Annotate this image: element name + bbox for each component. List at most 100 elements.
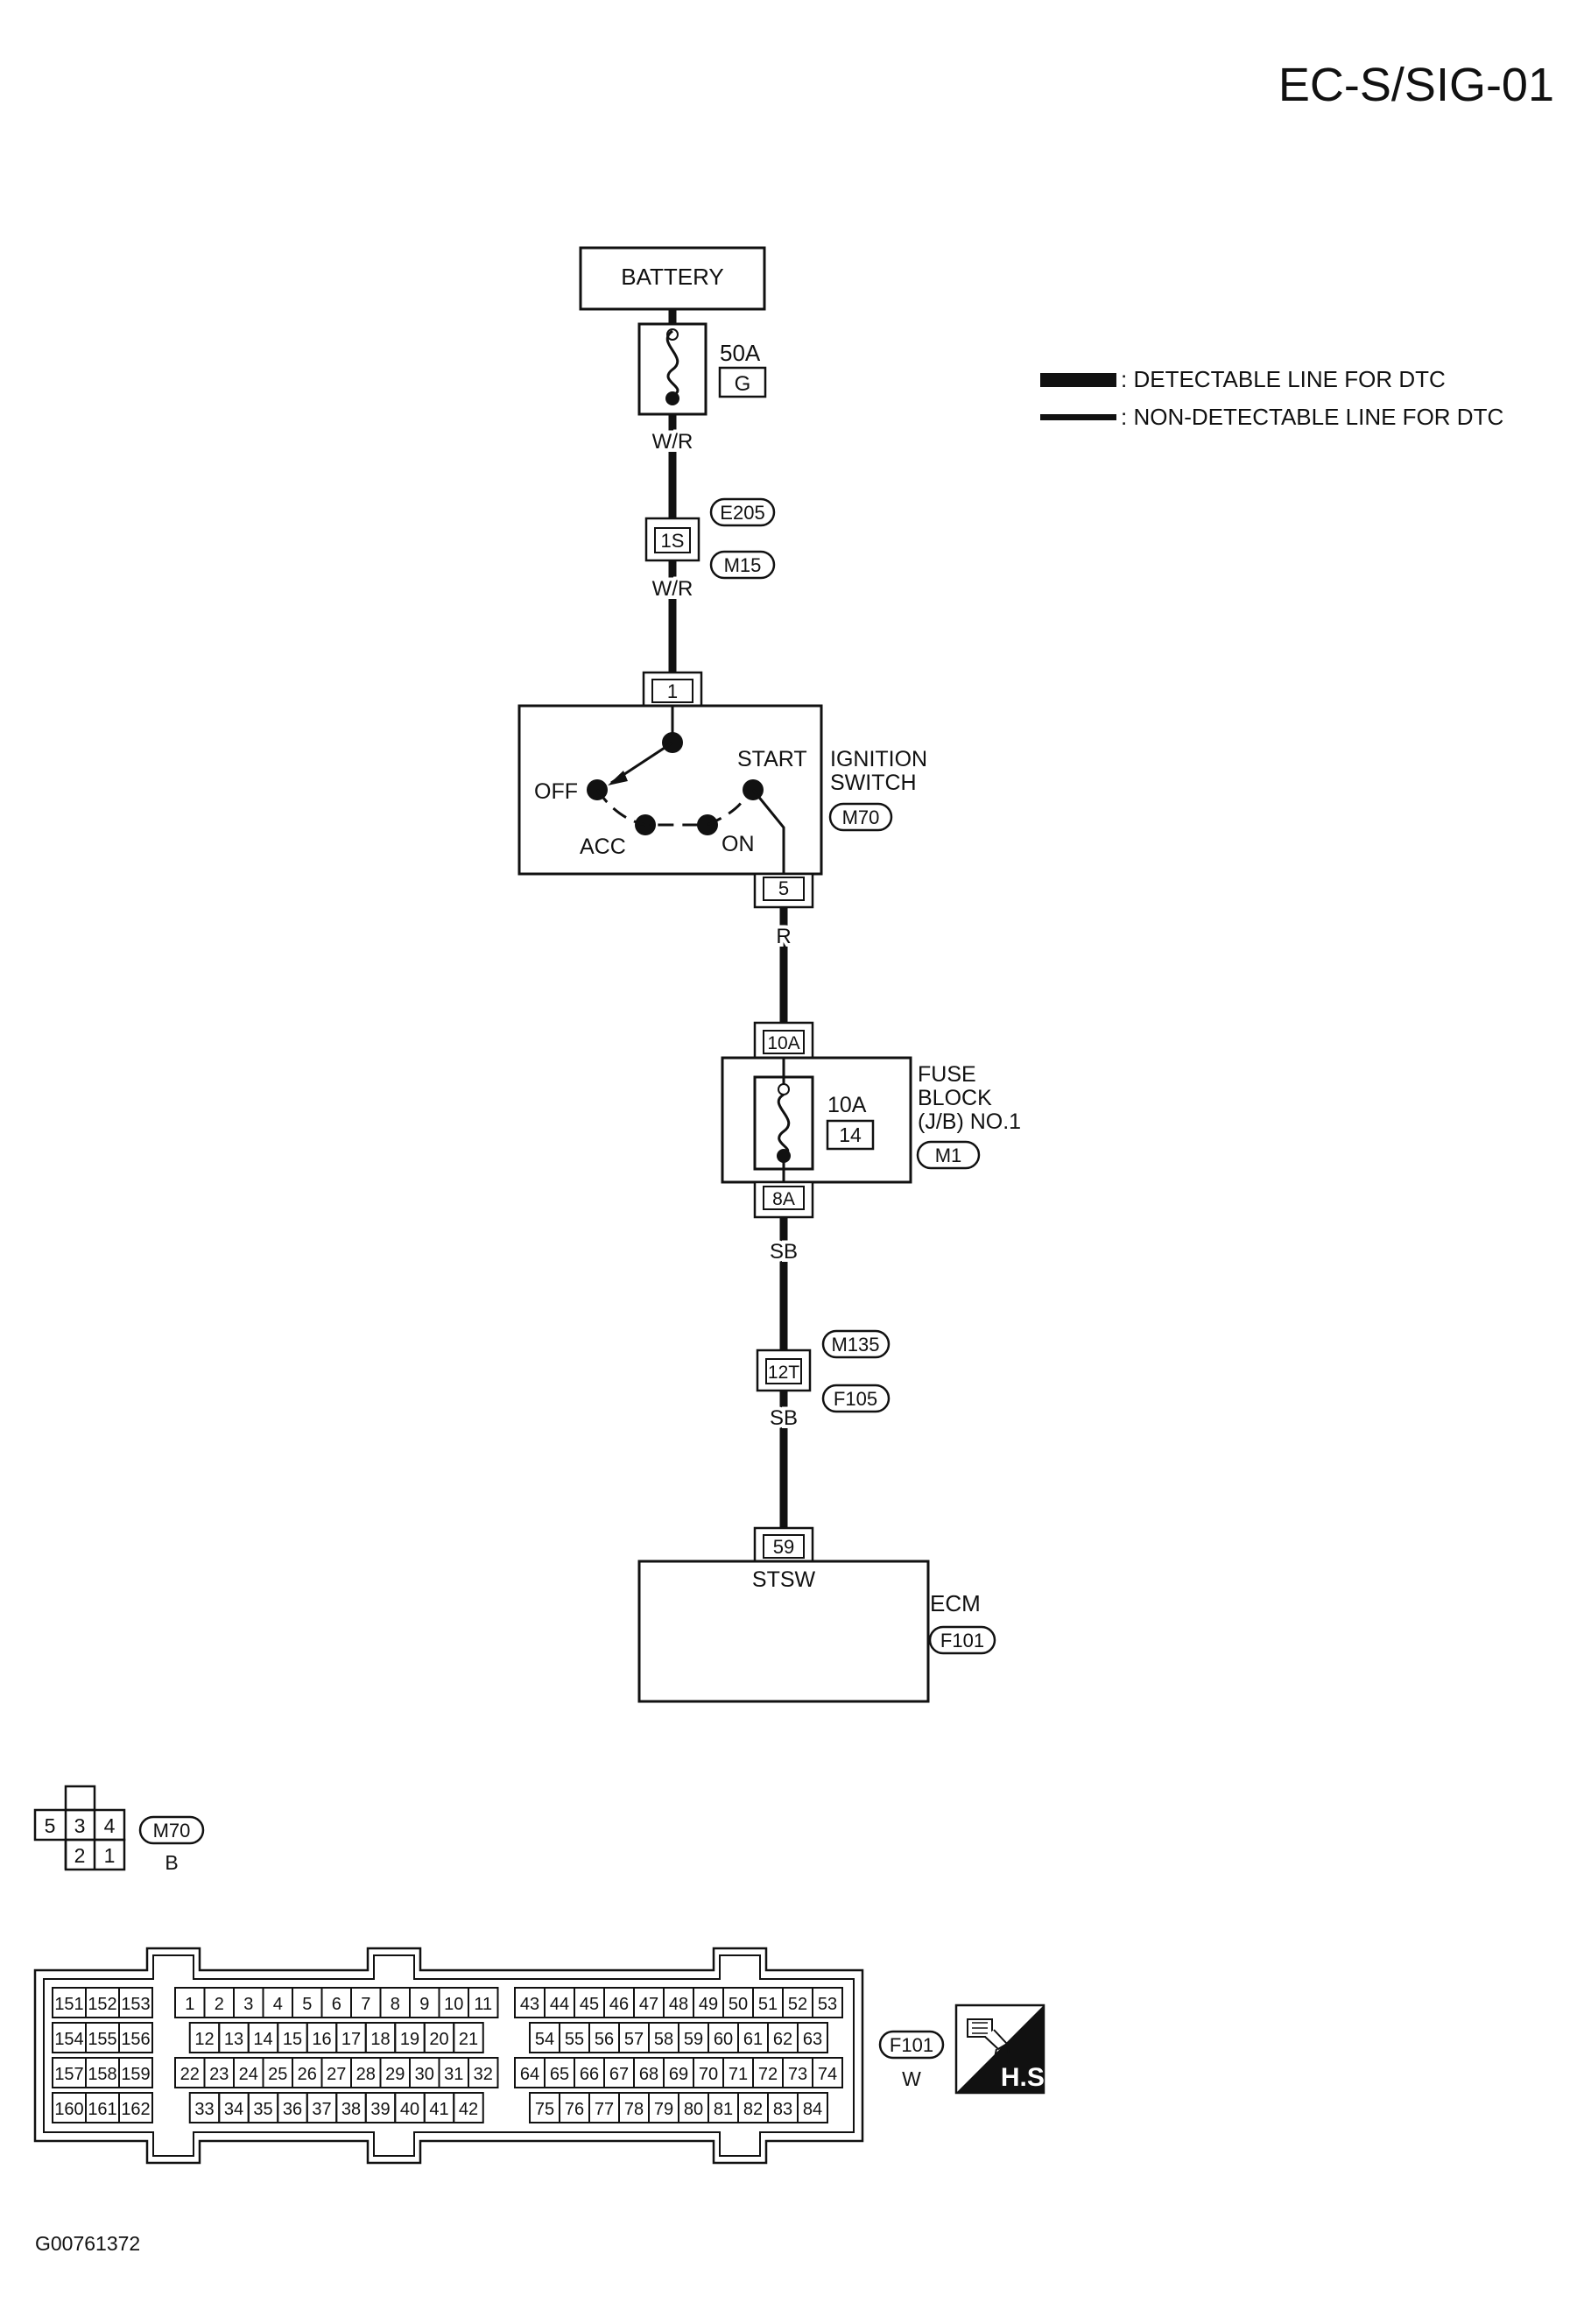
f101-pin-cell	[453, 2092, 484, 2123]
figure-id: G00761372	[35, 2232, 140, 2255]
f101-pin-label: 71	[729, 2065, 748, 2084]
f101-pin-label: 162	[121, 2100, 150, 2119]
f101-pin-cell	[797, 2022, 828, 2053]
f101-pin-label: 62	[773, 2030, 792, 2049]
connector-12t: 12T M135 F105	[756, 1329, 891, 1413]
ecm-connector-label: F101	[940, 1630, 984, 1651]
f101-pin-label: 49	[699, 1995, 718, 2014]
page-code: EC-S/SIG-01	[1278, 59, 1554, 111]
f101-pin-label: 16	[312, 2030, 331, 2049]
ign-start-label: START	[737, 747, 807, 771]
fuse-block: 10A 10A 14 FUSE BLOCK (J/B) NO.1 M1 8A	[721, 1021, 1021, 1219]
legend-non-detectable-text: : NON-DETECTABLE LINE FOR DTC	[1121, 404, 1503, 430]
m70-face-id: M70	[153, 1820, 191, 1842]
wire-color-w-r-2: W/R	[652, 577, 693, 601]
f101-pin-label: 77	[595, 2100, 614, 2119]
f101-pin-label: 60	[714, 2030, 733, 2049]
hs-badge-text: H.S.	[1001, 2063, 1052, 2092]
m70-pin-top-1: 3	[74, 1814, 86, 1837]
f101-pin-label: 72	[758, 2065, 778, 2084]
fb-in-pin: 10A	[767, 1033, 799, 1053]
m70-face-color: B	[165, 1851, 178, 1874]
f101-pin-label: 152	[88, 1995, 116, 2014]
fb-title-3: (J/B) NO.1	[918, 1109, 1021, 1134]
ecm-label: ECM	[930, 1590, 981, 1616]
connector-m15-label: M15	[724, 554, 762, 576]
f101-face-color: W	[902, 2067, 921, 2090]
f101-pin-label: 30	[415, 2065, 434, 2084]
fb-fuse-rating: 10A	[827, 1093, 867, 1117]
f101-pin-label: 155	[88, 2030, 116, 2049]
f101-pin-label: 23	[209, 2065, 229, 2084]
f101-pin-label: 158	[88, 2065, 116, 2084]
m70-connector-face: 5 3 4 2 1 M70 B	[33, 1785, 205, 1874]
f101-pin-label: 25	[268, 2065, 287, 2084]
f101-pin-label: 31	[444, 2065, 463, 2084]
f101-pin-label: 3	[243, 1995, 253, 2014]
f101-pin-label: 58	[654, 2030, 673, 2049]
f101-pin-label: 8	[391, 1995, 400, 2014]
ign-connector-label: M70	[842, 806, 880, 828]
f101-pin-label: 161	[88, 2100, 116, 2119]
fb-title-2: BLOCK	[918, 1086, 992, 1110]
f101-pin-cell	[118, 1987, 153, 2018]
f101-pin-label: 57	[624, 2030, 644, 2049]
f101-pin-label: 46	[609, 1995, 629, 2014]
f101-pin-cell	[468, 2057, 499, 2088]
connector-e205-label: E205	[720, 502, 764, 524]
hs-badge: H.S.	[954, 2004, 1052, 2095]
f101-pin-label: 74	[818, 2065, 837, 2084]
f101-pin-label: 44	[550, 1995, 569, 2014]
f101-pin-label: 18	[370, 2030, 390, 2049]
f101-pin-label: 52	[788, 1995, 807, 2014]
f101-pin-label: 21	[459, 2030, 478, 2049]
f101-pin-label: 39	[370, 2100, 390, 2119]
f101-pin-label: 65	[550, 2065, 569, 2084]
f101-pin-label: 59	[684, 2030, 703, 2049]
f101-pin-label: 15	[283, 2030, 302, 2049]
f101-pin-cell	[468, 1987, 499, 2018]
f101-pin-label: 27	[327, 2065, 346, 2084]
f101-pin-label: 37	[312, 2100, 331, 2119]
f101-pin-label: 153	[121, 1995, 150, 2014]
f101-pin-label: 29	[385, 2065, 405, 2084]
ignition-switch: 1 OFF ACC ON START IGNITION SWITCH M70 5	[517, 671, 927, 909]
f101-pin-cell	[118, 2057, 153, 2088]
main-fuse-id: G	[735, 372, 751, 396]
connector-icon	[967, 2018, 1010, 2059]
f101-pin-label: 160	[54, 2100, 83, 2119]
f101-pin-label: 54	[535, 2030, 554, 2049]
f101-pin-label: 9	[419, 1995, 429, 2014]
f101-pin-label: 156	[121, 2030, 150, 2049]
f101-pin-label: 78	[624, 2100, 644, 2119]
f101-pin-label: 83	[773, 2100, 792, 2119]
legend-detectable-text: : DETECTABLE LINE FOR DTC	[1121, 366, 1446, 392]
f101-pin-label: 10	[444, 1995, 463, 2014]
f101-pin-label: 81	[714, 2100, 733, 2119]
legend: : DETECTABLE LINE FOR DTC : NON-DETECTAB…	[1040, 366, 1503, 430]
f101-face-id: F101	[890, 2034, 933, 2056]
f101-pin-cell	[812, 1987, 843, 2018]
f101-pin-label: 151	[54, 1995, 83, 2014]
f101-pin-label: 75	[535, 2100, 554, 2119]
f101-pin-label: 36	[283, 2100, 302, 2119]
connector-m135-label: M135	[831, 1334, 879, 1356]
f101-pin-label: 56	[595, 2030, 614, 2049]
ign-title-2: SWITCH	[830, 771, 917, 795]
f101-pin-label: 35	[253, 2100, 272, 2119]
f101-pin-label: 154	[54, 2030, 83, 2049]
fb-fuse-number: 14	[839, 1123, 862, 1146]
f101-pin-cell	[118, 2092, 153, 2123]
f101-pin-label: 159	[121, 2065, 150, 2084]
f101-pin-label: 41	[429, 2100, 448, 2119]
ecm: 59 STSW ECM F101	[637, 1526, 996, 1703]
f101-pin-label: 53	[818, 1995, 837, 2014]
f101-pin-label: 69	[669, 2065, 688, 2084]
ign-title-1: IGNITION	[830, 747, 927, 771]
f101-pin-label: 34	[224, 2100, 243, 2119]
connector-f105-label: F105	[834, 1388, 877, 1410]
f101-pin-label: 6	[332, 1995, 341, 2014]
f101-pin-label: 84	[803, 2100, 822, 2119]
